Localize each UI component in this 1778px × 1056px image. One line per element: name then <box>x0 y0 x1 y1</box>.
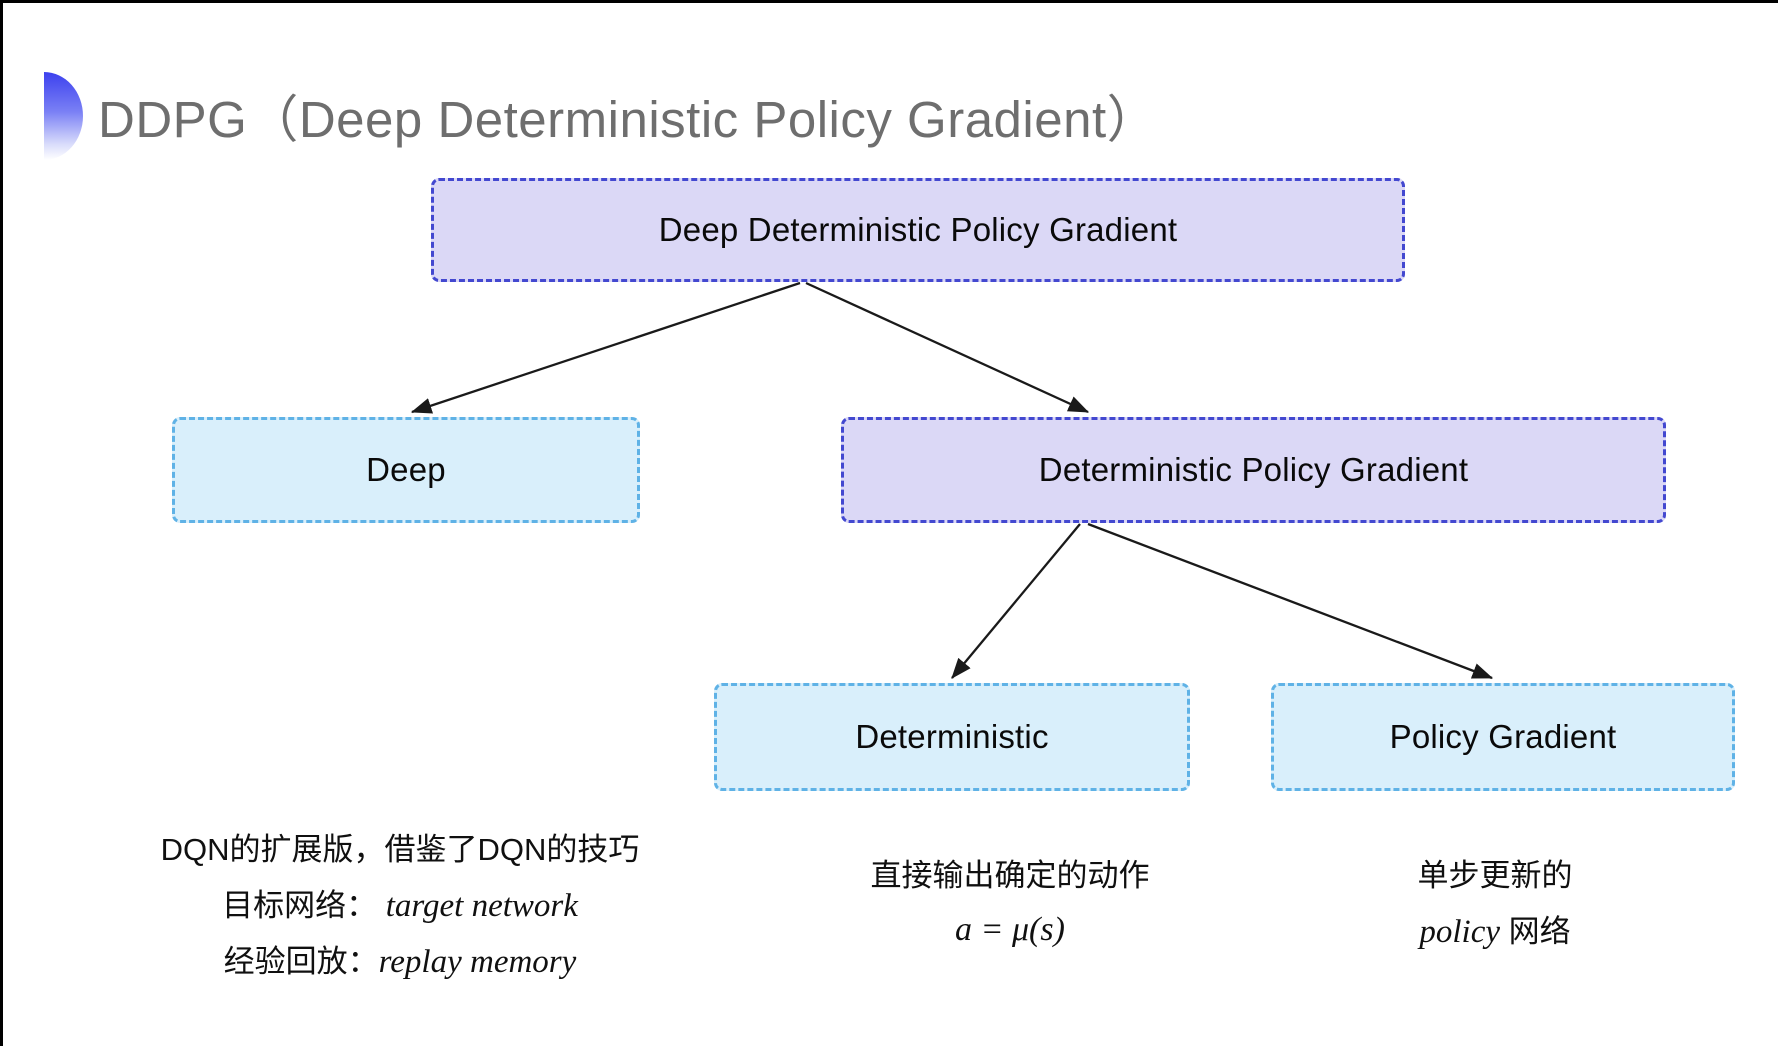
arrow-dpg-to-policy-gradient <box>1087 522 1494 680</box>
note-policy-en: policy <box>1419 914 1500 950</box>
node-label: Deterministic <box>855 718 1049 755</box>
node-deterministic: Deterministic <box>714 683 1190 791</box>
note-network-zh: 网络 <box>1500 914 1571 949</box>
page-title: DDPG（Deep Deterministic Policy Gradient） <box>98 91 1159 148</box>
note-policy-network: policy 网络 <box>1280 904 1710 960</box>
node-policy-gradient: Policy Gradient <box>1271 683 1735 791</box>
node-label: Deep <box>366 451 446 488</box>
node-deep-deterministic-policy-gradient: Deep Deterministic Policy Gradient <box>431 178 1405 282</box>
note-direct-output: 直接输出确定的动作 <box>870 858 1150 893</box>
node-deterministic-policy-gradient: Deterministic Policy Gradient <box>841 417 1666 523</box>
notes-deep-column: DQN的扩展版，借鉴了DQN的技巧 目标网络： target network 经… <box>100 822 700 990</box>
note-value-en: replay memory <box>378 944 577 980</box>
note-target-network: 目标网络： target network <box>100 878 700 934</box>
slide-left-border <box>0 0 3 1046</box>
node-deep: Deep <box>172 417 640 523</box>
arrow-root-to-deep <box>410 281 801 414</box>
node-label: Deep Deterministic Policy Gradient <box>658 211 1178 248</box>
slide-top-border <box>0 0 1778 3</box>
note-formula: a = μ(s) <box>955 911 1065 948</box>
note-dqn-extension: DQN的扩展版，借鉴了DQN的技巧 <box>160 832 640 867</box>
arrow-root-to-dpg <box>805 281 1090 414</box>
note-value-en: target network <box>385 888 578 924</box>
note-label-zh: 经验回放： <box>223 944 379 979</box>
notes-deterministic-column: 直接输出确定的动作 a = μ(s) <box>780 848 1240 956</box>
note-replay-memory: 经验回放：replay memory <box>100 934 700 990</box>
node-label: Policy Gradient <box>1389 718 1617 755</box>
title-bullet-half-circle-icon <box>44 72 83 160</box>
notes-policy-gradient-column: 单步更新的 policy 网络 <box>1280 848 1710 960</box>
note-single-step: 单步更新的 <box>1417 858 1573 893</box>
arrow-dpg-to-deterministic <box>951 523 1081 679</box>
note-label-zh: 目标网络： <box>222 888 378 923</box>
node-label: Deterministic Policy Gradient <box>1038 451 1469 488</box>
